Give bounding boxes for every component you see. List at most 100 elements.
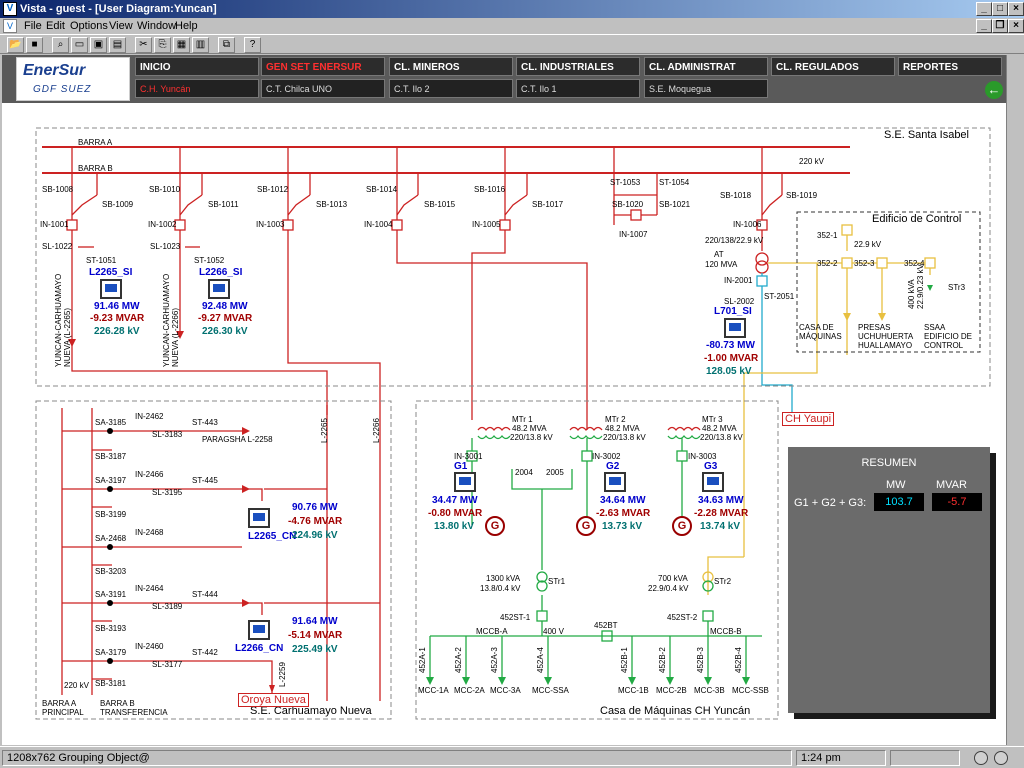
f-452a-1[interactable]: 452A-1: [418, 647, 427, 673]
menu-options[interactable]: Options: [70, 20, 108, 32]
in-2468[interactable]: IN-2468: [135, 528, 164, 537]
sw-2004[interactable]: 2004: [515, 468, 533, 477]
in-1006[interactable]: IN-1006: [733, 220, 762, 229]
doc-close-button[interactable]: ×: [1008, 19, 1024, 33]
in-1001[interactable]: IN-1001: [40, 220, 69, 229]
sl-3189[interactable]: SL-3189: [152, 602, 183, 611]
e-352-1[interactable]: 352-1: [817, 231, 838, 240]
save-icon[interactable]: ■: [26, 37, 43, 53]
g3-meter-icon[interactable]: [702, 472, 724, 492]
st-1052[interactable]: ST-1052: [194, 256, 225, 265]
open-icon[interactable]: 📂: [7, 37, 24, 53]
f-452b-1[interactable]: 452B-1: [620, 647, 629, 673]
window-icon[interactable]: ▭: [71, 37, 88, 53]
close-button[interactable]: ×: [1008, 2, 1024, 16]
sb-1009[interactable]: SB-1009: [102, 200, 134, 209]
g1-generator-icon[interactable]: G: [485, 516, 505, 536]
nav-regulados[interactable]: CL. REGULADOS: [771, 57, 895, 76]
452bt[interactable]: 452BT: [594, 621, 618, 630]
in-2462[interactable]: IN-2462: [135, 412, 164, 421]
sa-2468[interactable]: SA-2468: [95, 534, 127, 543]
in-2460[interactable]: IN-2460: [135, 642, 164, 651]
vertical-scrollbar[interactable]: [1006, 55, 1023, 745]
copy-icon[interactable]: ⎘: [154, 37, 171, 53]
sb-3203[interactable]: SB-3203: [95, 567, 127, 576]
chart-icon[interactable]: ▤: [109, 37, 126, 53]
doc-restore-button[interactable]: ❐: [992, 19, 1008, 33]
sb-1012[interactable]: SB-1012: [257, 185, 289, 194]
f-452b-4[interactable]: 452B-4: [734, 647, 743, 673]
st-444[interactable]: ST-444: [192, 590, 218, 599]
nav-administrat[interactable]: CL. ADMINISTRAT: [644, 57, 768, 76]
st-1053[interactable]: ST-1053: [610, 178, 641, 187]
f-452b-2[interactable]: 452B-2: [658, 647, 667, 673]
g1-meter-icon[interactable]: [454, 472, 476, 492]
nav-reportes[interactable]: REPORTES: [898, 57, 1002, 76]
st-445[interactable]: ST-445: [192, 476, 218, 485]
g3-generator-icon[interactable]: G: [672, 516, 692, 536]
nav-mineros[interactable]: CL. MINEROS: [389, 57, 513, 76]
f-452b-3[interactable]: 452B-3: [696, 647, 705, 673]
menu-help[interactable]: Help: [175, 20, 198, 32]
sb-1020[interactable]: SB-1020: [612, 200, 644, 209]
sb-1017[interactable]: SB-1017: [532, 200, 564, 209]
st-442[interactable]: ST-442: [192, 648, 218, 657]
sb-3193[interactable]: SB-3193: [95, 624, 127, 633]
l701-si-meter-icon[interactable]: [724, 318, 746, 338]
g2-generator-icon[interactable]: G: [576, 516, 596, 536]
sb-1014[interactable]: SB-1014: [366, 185, 398, 194]
sa-3179[interactable]: SA-3179: [95, 648, 127, 657]
sl-3183[interactable]: SL-3183: [152, 430, 183, 439]
sl-2002[interactable]: SL-2002: [724, 297, 755, 306]
l2266-cn-meter-icon[interactable]: [248, 620, 270, 640]
ch-yaupi-link[interactable]: CH Yaupi: [782, 412, 835, 426]
document-icon[interactable]: V: [3, 19, 17, 33]
l2265-si-meter-icon[interactable]: [100, 279, 122, 299]
sb-3181[interactable]: SB-3181: [95, 679, 127, 688]
f-452a-2[interactable]: 452A-2: [454, 647, 463, 673]
e-352-2[interactable]: 352-2: [817, 259, 838, 268]
st-443[interactable]: ST-443: [192, 418, 218, 427]
menu-window[interactable]: Window: [137, 20, 177, 32]
sl-3177[interactable]: SL-3177: [152, 660, 183, 669]
in-1007[interactable]: IN-1007: [619, 230, 648, 239]
f-452a-3[interactable]: 452A-3: [490, 647, 499, 673]
menu-edit[interactable]: Edit: [46, 20, 65, 32]
f-452a-4[interactable]: 452A-4: [536, 647, 545, 673]
minimize-button[interactable]: _: [976, 2, 992, 16]
menu-file[interactable]: File: [24, 20, 42, 32]
in-1005[interactable]: IN-1005: [472, 220, 501, 229]
st-1051[interactable]: ST-1051: [86, 256, 117, 265]
menu-view[interactable]: View: [109, 20, 133, 32]
st-1054[interactable]: ST-1054: [659, 178, 690, 187]
sb-1011[interactable]: SB-1011: [208, 200, 239, 209]
cascade-icon[interactable]: ⧉: [218, 37, 235, 53]
in-1003[interactable]: IN-1003: [256, 220, 285, 229]
doc-minimize-button[interactable]: _: [976, 19, 992, 33]
in-1004[interactable]: IN-1004: [364, 220, 393, 229]
sb-1013[interactable]: SB-1013: [316, 200, 348, 209]
nav-chilca[interactable]: C.T. Chilca UNO: [261, 79, 385, 98]
e-352-3[interactable]: 352-3: [854, 259, 875, 268]
in-3003[interactable]: IN-3003: [688, 452, 717, 461]
sb-1018[interactable]: SB-1018: [720, 191, 752, 200]
e-str3[interactable]: STr3: [948, 283, 966, 292]
back-arrow-icon[interactable]: ←: [985, 81, 1003, 99]
in-3002[interactable]: IN-3002: [592, 452, 621, 461]
sl-3195[interactable]: SL-3195: [152, 488, 183, 497]
sa-3197[interactable]: SA-3197: [95, 476, 127, 485]
in-1002[interactable]: IN-1002: [148, 220, 177, 229]
maximize-button[interactable]: □: [992, 2, 1008, 16]
nav-yuncan[interactable]: C.H. Yuncán: [135, 79, 259, 98]
e-352-4[interactable]: 352-4: [904, 259, 925, 268]
oroya-nueva-link[interactable]: Oroya Nueva: [238, 693, 309, 707]
sl-1022[interactable]: SL-1022: [42, 242, 73, 251]
paste-icon[interactable]: ▦: [173, 37, 190, 53]
nav-inicio[interactable]: INICIO: [135, 57, 259, 76]
l2266-si-meter-icon[interactable]: [208, 279, 230, 299]
sb-1008[interactable]: SB-1008: [42, 185, 74, 194]
nav-industriales[interactable]: CL. INDUSTRIALES: [516, 57, 640, 76]
in-3001[interactable]: IN-3001: [454, 452, 483, 461]
sb-3199[interactable]: SB-3199: [95, 510, 127, 519]
sb-1010[interactable]: SB-1010: [149, 185, 181, 194]
